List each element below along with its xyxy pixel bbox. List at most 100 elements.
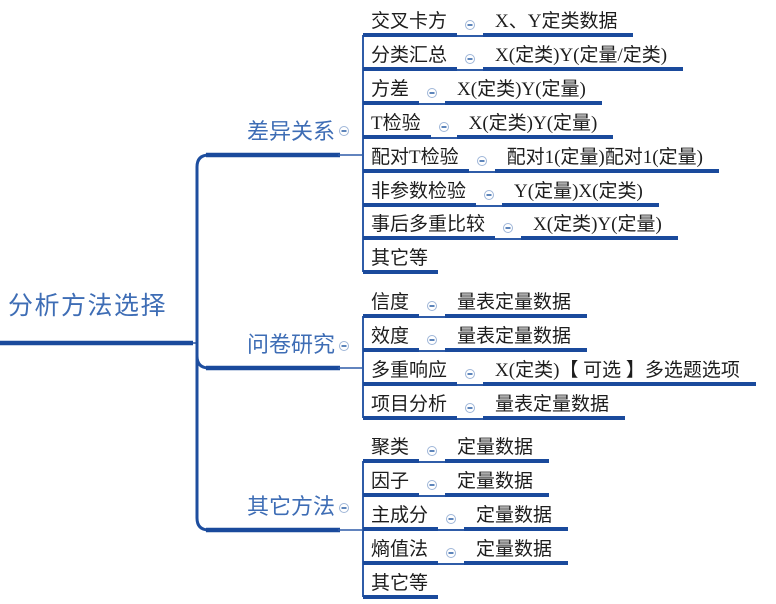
subtopic-label[interactable]: 分类汇总 [363, 42, 458, 71]
collapse-icon[interactable] [427, 446, 438, 456]
data-requirement-label[interactable]: 定量数据 [445, 434, 550, 463]
data-requirement-label[interactable]: 定量数据 [464, 502, 569, 531]
subtopic-row: 其它等 [363, 570, 439, 599]
collapse-icon[interactable] [465, 20, 476, 30]
collapse-icon[interactable] [427, 480, 438, 490]
branch-topic-questionnaire[interactable]: 问卷研究 [246, 332, 335, 357]
subtopic-row: 非参数检验 Y(定量)X(定类) [363, 178, 659, 207]
subtopic-row: 事后多重比较 X(定类)Y(定量) [363, 211, 678, 240]
subtopic-label[interactable]: 其它等 [363, 570, 439, 599]
branch-topic-other[interactable]: 其它方法 [246, 494, 335, 519]
topic-connector [476, 182, 503, 207]
topic-connector [457, 361, 484, 386]
subtopic-row: 方差 X(定类)Y(定量) [363, 76, 602, 105]
subtopic-row: 熵值法 定量数据 [363, 536, 569, 565]
collapse-icon[interactable] [427, 88, 438, 98]
collapse-icon[interactable] [476, 156, 487, 166]
topic-connector [419, 327, 446, 352]
topic-connector [419, 80, 446, 105]
subtopic-label[interactable]: 熵值法 [363, 536, 439, 565]
minus-glyph [441, 126, 447, 128]
subtopic-label[interactable]: T检验 [363, 110, 431, 139]
topic-connector [419, 293, 446, 318]
data-requirement-label[interactable]: X(定类)【 可选 】多选题选项 [483, 357, 756, 386]
main-trunk [195, 153, 210, 532]
subtopic-row: 主成分 定量数据 [363, 502, 569, 531]
topic-connector [468, 148, 495, 173]
collapse-icon[interactable] [339, 126, 349, 136]
subtopic-row: 效度 量表定量数据 [363, 323, 588, 352]
subtopic-label[interactable]: 主成分 [363, 502, 439, 531]
topic-connector [430, 114, 457, 139]
minus-glyph [467, 407, 473, 409]
subtopic-label[interactable]: 事后多重比较 [363, 211, 496, 240]
minus-glyph [448, 552, 454, 554]
data-requirement-label[interactable]: X(定类)Y(定量/定类) [483, 42, 684, 71]
topic-connector [419, 438, 446, 463]
collapse-icon[interactable] [427, 301, 438, 311]
topic-connector [438, 540, 465, 565]
collapse-icon[interactable] [446, 514, 457, 524]
collapse-icon[interactable] [465, 403, 476, 413]
data-requirement-label[interactable]: X(定类)Y(定量) [445, 76, 602, 105]
topic-connector [495, 215, 522, 240]
subtopic-row: T检验 X(定类)Y(定量) [363, 110, 614, 139]
minus-glyph [467, 373, 473, 375]
topic-connector [457, 46, 484, 71]
subtopic-row: 多重响应 X(定类)【 可选 】多选题选项 [363, 357, 756, 386]
minus-glyph [467, 58, 473, 60]
data-requirement-label[interactable]: 定量数据 [464, 536, 569, 565]
subtopic-label[interactable]: 因子 [363, 468, 420, 497]
subtopic-row: 交叉卡方 X、Y定类数据 [363, 8, 634, 37]
subtopic-row: 信度 量表定量数据 [363, 289, 588, 318]
topic-connector [457, 12, 484, 37]
minus-glyph [448, 518, 454, 520]
topic-connector [457, 395, 484, 420]
subtopic-row: 因子 定量数据 [363, 468, 550, 497]
data-requirement-label[interactable]: 配对1(定量)配对1(定量) [494, 144, 719, 173]
data-requirement-label[interactable]: 量表定量数据 [483, 391, 626, 420]
subtopic-label[interactable]: 其它等 [363, 245, 439, 274]
minus-glyph [479, 160, 485, 162]
data-requirement-label[interactable]: X、Y定类数据 [483, 8, 634, 37]
data-requirement-label[interactable]: Y(定量)X(定类) [502, 178, 659, 207]
minus-glyph [429, 305, 435, 307]
subtopic-label[interactable]: 聚类 [363, 434, 420, 463]
subtopic-label[interactable]: 方差 [363, 76, 420, 105]
minus-glyph [341, 345, 347, 347]
branch-topic-difference[interactable]: 差异关系 [246, 119, 335, 144]
collapse-icon[interactable] [438, 122, 449, 132]
minus-glyph [505, 227, 511, 229]
collapse-icon[interactable] [465, 369, 476, 379]
subtopic-row: 项目分析 量表定量数据 [363, 391, 626, 420]
subtopic-row: 聚类 定量数据 [363, 434, 550, 463]
subtopic-label[interactable]: 多重响应 [363, 357, 458, 386]
subtopic-label[interactable]: 配对T检验 [363, 144, 469, 173]
subtopic-label[interactable]: 项目分析 [363, 391, 458, 420]
subtopic-label[interactable]: 交叉卡方 [363, 8, 458, 37]
root-topic[interactable]: 分析方法选择 [8, 292, 168, 320]
subtopic-row: 其它等 [363, 245, 439, 274]
data-requirement-label[interactable]: 量表定量数据 [445, 289, 588, 318]
data-requirement-label[interactable]: 定量数据 [445, 468, 550, 497]
collapse-icon[interactable] [339, 341, 349, 351]
collapse-icon[interactable] [484, 190, 495, 200]
collapse-icon[interactable] [503, 223, 514, 233]
collapse-icon[interactable] [465, 54, 476, 64]
data-requirement-label[interactable]: X(定类)Y(定量) [521, 211, 678, 240]
minus-glyph [467, 24, 473, 26]
minus-glyph [486, 194, 492, 196]
minus-glyph [429, 92, 435, 94]
collapse-icon[interactable] [446, 548, 457, 558]
subtopic-label[interactable]: 非参数检验 [363, 178, 477, 207]
data-requirement-label[interactable]: 量表定量数据 [445, 323, 588, 352]
subtopic-row: 配对T检验 配对1(定量)配对1(定量) [363, 144, 719, 173]
minus-glyph [429, 484, 435, 486]
subtopic-label[interactable]: 信度 [363, 289, 420, 318]
collapse-icon[interactable] [339, 503, 349, 513]
data-requirement-label[interactable]: X(定类)Y(定量) [456, 110, 614, 139]
collapse-icon[interactable] [427, 335, 438, 345]
minus-glyph [429, 339, 435, 341]
subtopic-label[interactable]: 效度 [363, 323, 420, 352]
